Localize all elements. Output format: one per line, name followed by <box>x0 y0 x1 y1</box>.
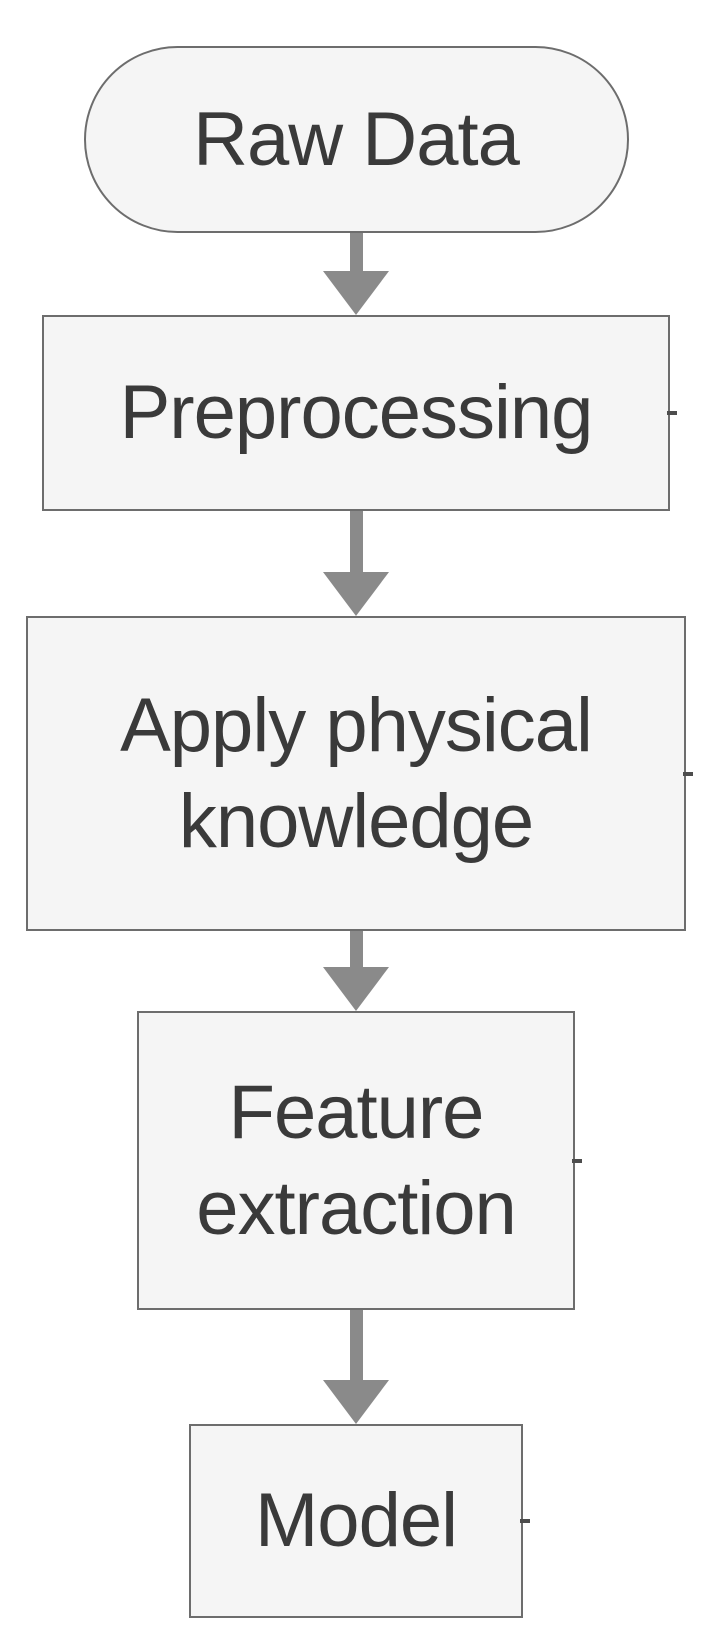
node-raw-data-label: Raw Data <box>193 96 520 182</box>
arrow-shaft <box>349 1310 363 1380</box>
connector-stub-icon <box>520 1519 530 1523</box>
arrow-down-icon <box>323 1380 389 1424</box>
arrow-down-icon <box>323 572 389 616</box>
edge-feature-extraction-to-model <box>323 1310 389 1424</box>
node-apply-physical-knowledge: Apply physical knowledge <box>26 616 693 931</box>
node-preprocessing: Preprocessing <box>42 315 677 511</box>
node-model-label: Model <box>255 1478 458 1564</box>
arrow-down-icon <box>323 967 389 1011</box>
arrow-down-icon <box>323 271 389 315</box>
connector-stub-icon <box>683 771 693 776</box>
node-model: Model <box>189 1424 530 1618</box>
node-feature-extraction-label: Feature extraction <box>196 1069 517 1251</box>
node-preprocessing-label: Preprocessing <box>119 370 594 456</box>
arrow-shaft <box>349 233 363 271</box>
node-raw-data: Raw Data <box>83 46 629 233</box>
arrow-shaft <box>349 931 363 967</box>
edge-apply-physical-knowledge-to-feature-extraction <box>323 931 389 1011</box>
edge-raw-data-to-preprocessing <box>323 233 389 315</box>
node-apply-physical-knowledge-label: Apply physical knowledge <box>120 682 593 864</box>
arrow-shaft <box>349 511 363 572</box>
connector-stub-icon <box>572 1158 582 1163</box>
node-feature-extraction: Feature extraction <box>137 1011 582 1310</box>
edge-preprocessing-to-apply-physical-knowledge <box>323 511 389 616</box>
connector-stub-icon <box>667 411 677 415</box>
